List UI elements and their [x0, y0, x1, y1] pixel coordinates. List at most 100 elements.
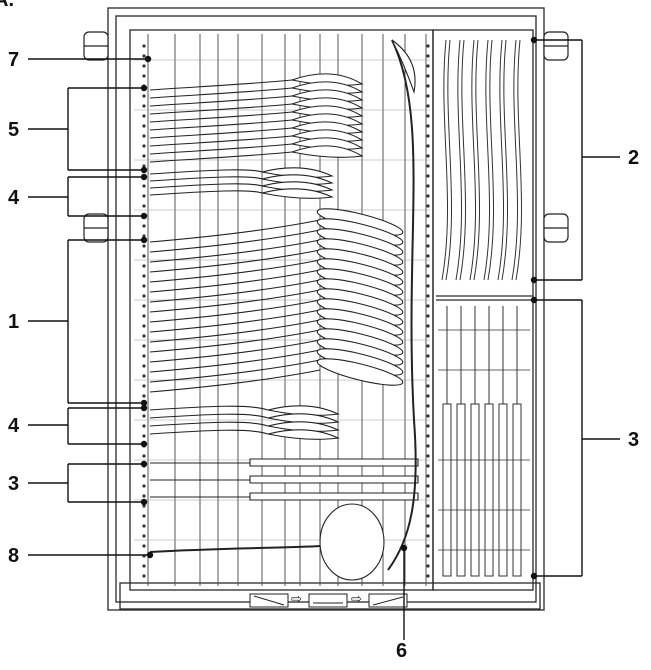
upper-slot: [497, 39, 505, 281]
callout-leaders: [28, 39, 620, 640]
rail-bead: [142, 374, 146, 378]
rail-bead: [142, 154, 146, 158]
rail-bead: [142, 534, 146, 538]
rail-bead: [426, 344, 430, 348]
rail-bead: [426, 214, 430, 218]
spoon-handle: [149, 289, 321, 313]
callout-8: 8: [8, 545, 20, 567]
rail-bead: [426, 174, 430, 178]
rail-bead: [426, 44, 430, 48]
rail-bead: [426, 154, 430, 158]
leader-dot: [144, 55, 152, 63]
fork-handle: [149, 127, 293, 139]
rail-bead: [426, 264, 430, 268]
fork-handle: [149, 143, 293, 155]
callout-3-left: 3: [8, 473, 20, 495]
rail-bead: [142, 564, 146, 568]
rail-bead: [426, 354, 430, 358]
bottom-rail-icons: [249, 593, 408, 608]
rail-bead: [426, 124, 430, 128]
rail-bead: [142, 494, 146, 498]
fork-handle: [149, 151, 293, 163]
leader-line: [28, 463, 144, 503]
rail-bead: [142, 54, 146, 58]
leader-line: [534, 39, 620, 281]
callout-6: 6: [396, 640, 408, 662]
fork-handle: [149, 413, 269, 419]
fork-handle: [149, 190, 263, 196]
spoon-handle: [149, 269, 321, 293]
fork-handle: [149, 87, 293, 99]
rail-bead: [142, 414, 146, 418]
knife-blade: [249, 492, 419, 501]
spoon-handle: [149, 279, 321, 303]
rail-bead: [142, 204, 146, 208]
leader-dot: [140, 498, 148, 506]
long-utensil: [387, 39, 417, 571]
spoon-handle: [149, 249, 321, 273]
spoon-bowl: [316, 358, 404, 386]
rail-bead: [426, 514, 430, 518]
spoon-handle: [149, 219, 321, 243]
rail-bead: [426, 114, 430, 118]
rail-bead: [426, 434, 430, 438]
rail-bead: [426, 484, 430, 488]
upper-slot: [441, 39, 449, 281]
rail-bead: [142, 104, 146, 108]
rail-bead: [426, 94, 430, 98]
rail-bead: [142, 244, 146, 248]
rail-bead: [142, 504, 146, 508]
rail-bead: [142, 574, 146, 578]
upper-slot: [473, 39, 481, 281]
leader-dot: [140, 173, 148, 181]
leader-line: [28, 176, 144, 217]
leader-line: [534, 299, 620, 577]
rail-bead: [426, 244, 430, 248]
callout-4-lower: 4: [8, 415, 20, 437]
fork-head: [261, 188, 334, 199]
rail-bead: [426, 334, 430, 338]
rail-bead: [142, 324, 146, 328]
rail-bead: [142, 394, 146, 398]
spoon-handle: [149, 299, 321, 323]
leader-dot: [530, 572, 538, 580]
fork-handle: [149, 429, 269, 435]
rail-bead: [426, 144, 430, 148]
ladle-bowl: [319, 503, 385, 581]
rail-bead: [142, 454, 146, 458]
rail-bead: [426, 464, 430, 468]
rail-bead: [426, 364, 430, 368]
spoon-handle: [149, 259, 321, 283]
rail-bead: [426, 564, 430, 568]
ladle-handle: [149, 545, 321, 553]
leader-dot: [530, 36, 538, 44]
rail-bead: [426, 324, 430, 328]
rail-bead: [426, 524, 430, 528]
rail-bead: [142, 284, 146, 288]
leader-line: [28, 239, 144, 404]
rail-bead: [426, 454, 430, 458]
rail-bead: [426, 534, 430, 538]
callout-5: 5: [8, 119, 20, 141]
fork-handle: [149, 111, 293, 123]
upper-slot: [469, 39, 477, 281]
tray-wheels: [83, 31, 569, 243]
rail-bead: [426, 234, 430, 238]
corner-fragment: A.: [0, 0, 14, 11]
rail-bead: [142, 164, 146, 168]
rail-bead: [426, 574, 430, 578]
spoon-handle: [149, 329, 321, 353]
rail-bead: [426, 494, 430, 498]
rail-bead: [142, 354, 146, 358]
fork-handle: [149, 405, 269, 411]
upper-slot: [445, 39, 453, 281]
rail-bead: [142, 524, 146, 528]
fork-handle: [149, 135, 293, 147]
rail-bead: [142, 304, 146, 308]
rail-bead: [142, 264, 146, 268]
fork-handle: [149, 183, 263, 189]
rail-bead: [142, 74, 146, 78]
leader-dot: [140, 84, 148, 92]
rail-bead: [426, 254, 430, 258]
